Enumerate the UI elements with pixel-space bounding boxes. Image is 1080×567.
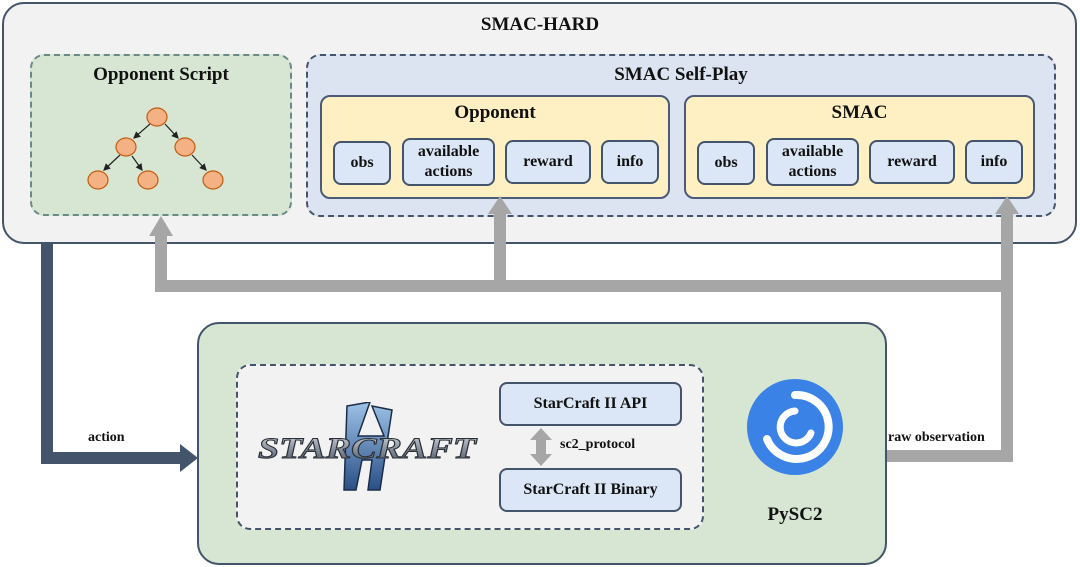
smac-env-title: SMAC (831, 102, 888, 123)
action-label: action (88, 430, 125, 445)
opponent-available-actions-box: available actions (402, 138, 495, 186)
opponent-script-box (30, 54, 292, 216)
gray-horizontal-bus (155, 280, 1013, 292)
decision-tree-icon (87, 107, 224, 190)
smac-hard-title: SMAC-HARD (480, 14, 600, 35)
opponent-script-title: Opponent Script (93, 64, 229, 85)
gray-arrow-to-script (155, 234, 167, 292)
opponent-reward-box: reward (505, 140, 591, 184)
action-arrow-vertical (41, 244, 53, 464)
starcraft-api-box: StarCraft II API (499, 382, 682, 426)
protocol-arrow-shaft (536, 438, 546, 456)
opponent-obs-box: obs (333, 141, 391, 185)
gray-arrow-to-opponent (494, 212, 506, 286)
sc2-protocol-label: sc2_protocol (560, 437, 636, 452)
gray-arrowhead-smac (995, 196, 1019, 214)
gray-arrow-to-smac (1001, 212, 1013, 462)
smac-info-box: info (965, 140, 1023, 184)
starcraft-logo-icon: STARCRAFT (258, 402, 479, 491)
action-arrowhead (180, 444, 198, 472)
protocol-arrowhead-down (530, 454, 552, 466)
svg-text:STARCRAFT: STARCRAFT (258, 432, 478, 465)
smac-self-play-title: SMAC Self-Play (614, 64, 748, 85)
gray-arrowhead-opponent (488, 196, 512, 214)
smac-reward-box: reward (869, 140, 955, 184)
opponent-env-title: Opponent (454, 102, 536, 123)
smac-obs-box: obs (697, 141, 755, 185)
protocol-arrowhead-up (530, 428, 552, 440)
opponent-info-box: info (601, 140, 659, 184)
pysc2-label: PySC2 (767, 504, 823, 525)
gray-arrowhead-script (149, 216, 173, 236)
action-arrow-horizontal (41, 452, 187, 464)
starcraft-binary-box: StarCraft II Binary (499, 468, 682, 512)
smac-available-actions-box: available actions (766, 138, 859, 186)
raw-observation-label: raw observation (888, 430, 985, 445)
pysc2-logo-icon (747, 379, 843, 475)
gray-raw-observation-line (887, 450, 1013, 462)
